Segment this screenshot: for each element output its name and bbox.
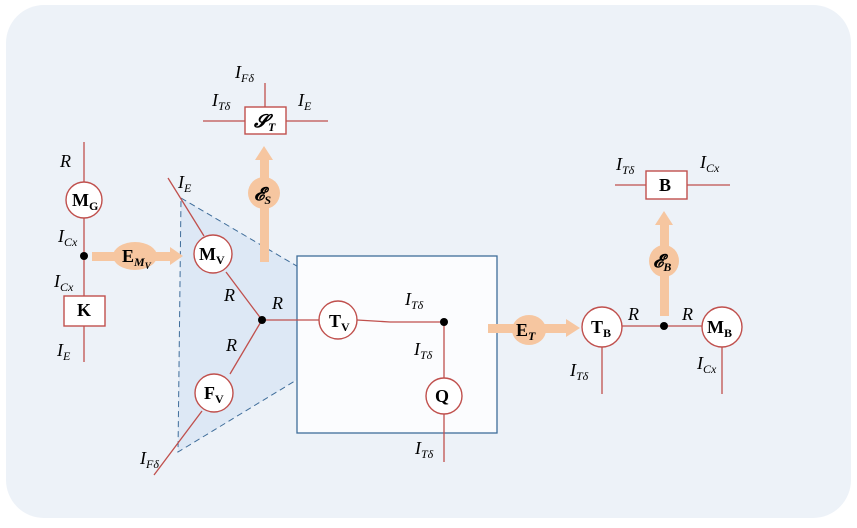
em-oval: [113, 242, 157, 270]
label-tv-node: TV: [329, 311, 350, 334]
tv-node: [318, 300, 358, 340]
label-tri-ifd: IFδ: [139, 448, 159, 471]
label-tri-ie: IE: [177, 172, 192, 195]
label-k-ie: IE: [56, 340, 71, 363]
label-mg-top: R: [59, 151, 71, 171]
label-mg-icx: ICx: [57, 226, 78, 249]
label-r-tb: R: [627, 304, 639, 324]
label-et-arrow: ET: [516, 320, 536, 343]
label-b-box: B: [659, 175, 671, 195]
q-node: [425, 377, 463, 415]
es-oval: [248, 177, 280, 209]
arrow-es-up: [255, 146, 273, 262]
label-r-mv: R: [223, 285, 235, 305]
fv-node: [194, 373, 234, 413]
label-tb-itd: ITδ: [569, 360, 589, 383]
label-j-itd: ITδ: [404, 289, 424, 312]
label-em-arrow: EMV: [122, 246, 152, 271]
label-r-center: R: [271, 293, 283, 313]
label-q-node: Q: [435, 386, 449, 406]
arrows: [92, 146, 679, 345]
junction-dot-center: [258, 316, 266, 324]
label-k-icx: ICx: [53, 271, 74, 294]
bond-lines: [83, 83, 730, 476]
label-q-itd-bottom: ITδ: [414, 438, 434, 461]
label-r-mb: R: [681, 304, 693, 324]
label-tb-node: TB: [591, 317, 611, 340]
mb-node: [701, 306, 743, 348]
junction-dot-left: [80, 252, 88, 260]
k-box: [63, 295, 106, 327]
mv-node: [193, 234, 233, 274]
label-st-left: ITδ: [211, 90, 231, 113]
label-mb-icx: ICx: [696, 353, 717, 376]
label-st-top: IFδ: [234, 62, 254, 85]
label-k-box: K: [77, 300, 91, 320]
label-r-fv: R: [225, 335, 237, 355]
junction-dot-tb-mb: [660, 322, 668, 330]
label-st-right: IE: [297, 90, 312, 113]
label-fv-node: FV: [204, 383, 224, 406]
label-b-left: ITδ: [615, 154, 635, 177]
tb-node: [581, 306, 623, 348]
junction-dot-right: [440, 318, 448, 326]
label-mv-node: MV: [199, 244, 225, 267]
st-box: [244, 106, 287, 135]
label-q-itd-top: ITδ: [413, 339, 433, 362]
et-oval: [512, 315, 546, 345]
eb-oval: [649, 245, 679, 277]
junction-box: [296, 255, 498, 434]
label-b-right: ICx: [699, 152, 720, 175]
mg-node: [65, 181, 103, 219]
label-mg-node: MG: [72, 190, 98, 213]
b-box: [645, 170, 688, 200]
label-mb-node: MB: [707, 317, 732, 340]
